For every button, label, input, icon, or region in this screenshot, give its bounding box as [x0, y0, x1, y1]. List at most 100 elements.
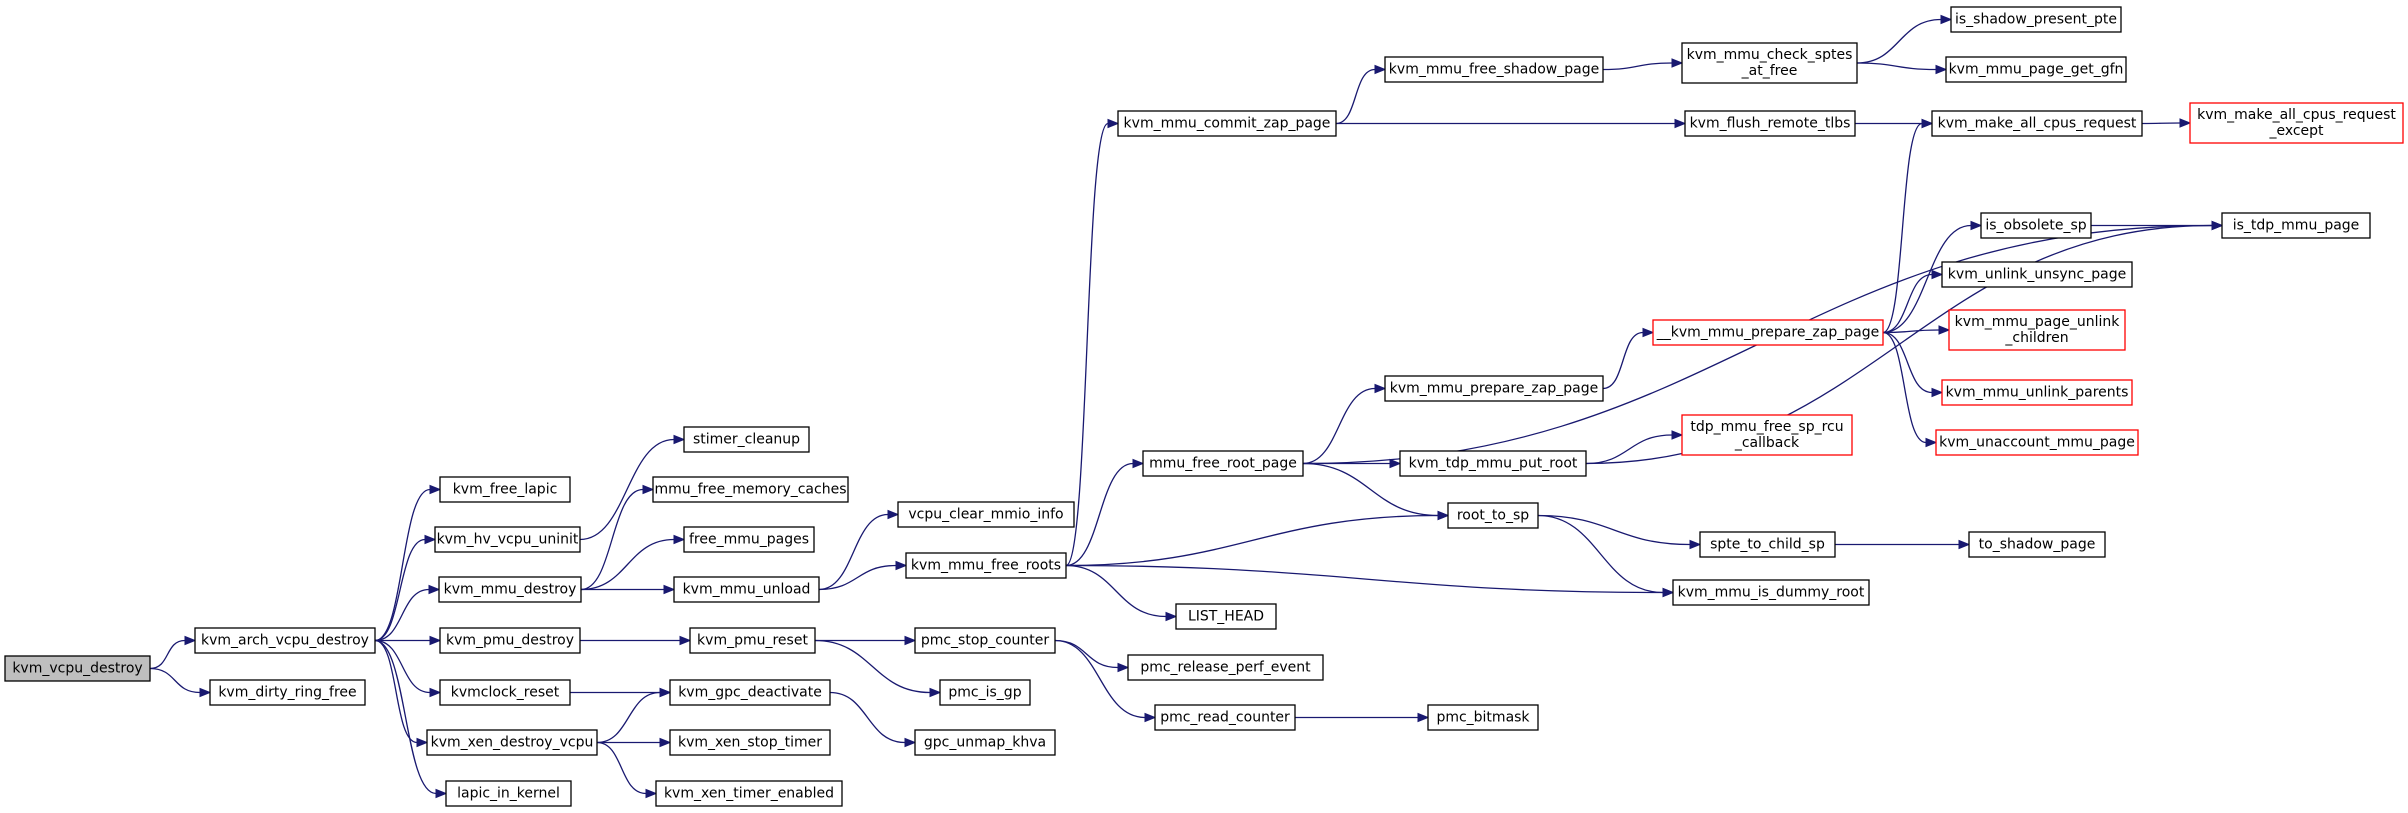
node-kvm-xen-destroy-vcpu[interactable]: kvm_xen_destroy_vcpu	[426, 729, 598, 756]
node-kvm-flush-remote-tlbs[interactable]: kvm_flush_remote_tlbs	[1684, 110, 1856, 137]
node-label: vcpu_clear_mmio_info	[908, 507, 1063, 523]
edge-line	[149, 639, 186, 670]
node-kvm-pmu-destroy[interactable]: kvm_pmu_destroy	[439, 627, 581, 654]
node-kvm-mmu-free-roots[interactable]: kvm_mmu_free_roots	[905, 552, 1067, 579]
node-box	[1945, 56, 2127, 83]
node-label: to_shadow_page	[1979, 537, 2096, 553]
node-is-obsolete-sp[interactable]: is_obsolete_sp	[1980, 212, 2092, 239]
node-root-to-sp[interactable]: root_to_sp	[1447, 502, 1539, 529]
node-kvm-hv-vcpu-uninit[interactable]: kvm_hv_vcpu_uninit	[434, 526, 581, 553]
node-mmu-free-memory-caches[interactable]: mmu_free_memory_caches	[652, 476, 849, 503]
node-pmc-is-gp[interactable]: pmc_is_gp	[939, 679, 1031, 706]
node-kvm-mmu-prepare-zap-page[interactable]: __kvm_mmu_prepare_zap_page	[1652, 319, 1884, 346]
node-label: kvm_free_lapic	[453, 482, 558, 498]
node-box	[1681, 414, 1853, 456]
node-box	[683, 526, 815, 553]
node-kvm-dirty-ring-free[interactable]: kvm_dirty_ring_free	[209, 679, 366, 706]
node-vcpu-clear-mmio-info[interactable]: vcpu_clear_mmio_info	[897, 501, 1075, 528]
node-label: kvm_mmu_page_unlink	[1955, 314, 2121, 330]
node-label: mmu_free_memory_caches	[654, 482, 846, 498]
node-kvm-mmu-prepare-zap-page[interactable]: kvm_mmu_prepare_zap_page	[1384, 375, 1604, 402]
arrowhead	[1674, 118, 1687, 129]
node-label: pmc_release_perf_event	[1140, 660, 1311, 676]
node-box	[914, 729, 1056, 756]
node-is-tdp-mmu-page[interactable]: is_tdp_mmu_page	[2221, 212, 2371, 239]
node-kvm-unaccount-mmu-page[interactable]: kvm_unaccount_mmu_page	[1935, 429, 2139, 456]
node-box	[439, 679, 571, 706]
node-kvm-free-lapic[interactable]: kvm_free_lapic	[439, 476, 571, 503]
arrowhead	[904, 635, 917, 646]
node-tdp-mmu-free-sp-rcu-callback[interactable]: tdp_mmu_free_sp_rcu_callback	[1681, 414, 1853, 456]
node-label: mmu_free_root_page	[1149, 456, 1297, 472]
node-kvm-mmu-free-shadow-page[interactable]: kvm_mmu_free_shadow_page	[1384, 56, 1604, 83]
node-kvm-unlink-unsync-page[interactable]: kvm_unlink_unsync_page	[1941, 261, 2133, 288]
arrowhead	[2179, 118, 2192, 128]
edge-line	[1065, 462, 1134, 567]
edge-kvm-make-all-cpus-request-to-kvm-make-all-cpus-request-except	[2141, 118, 2192, 128]
edge-line	[1856, 18, 1942, 64]
edge-line	[1882, 329, 1940, 334]
arrowhead	[1935, 64, 1948, 75]
node-box	[1684, 110, 1856, 137]
node-stimer-cleanup[interactable]: stimer_cleanup	[683, 426, 810, 453]
node-is-shadow-present-pte[interactable]: is_shadow_present_pte	[1950, 6, 2122, 33]
node-kvm-mmu-unload[interactable]: kvm_mmu_unload	[673, 576, 820, 603]
arrowhead	[1925, 437, 1938, 448]
node-kvm-tdp-mmu-put-root[interactable]: kvm_tdp_mmu_put_root	[1399, 450, 1587, 477]
node-box	[1941, 261, 2133, 288]
node-pmc-bitmask[interactable]: pmc_bitmask	[1427, 704, 1539, 731]
node-kvm-mmu-destroy[interactable]: kvm_mmu_destroy	[438, 576, 582, 603]
edge-line	[1882, 273, 1933, 334]
node-kvm-mmu-page-get-gfn[interactable]: kvm_mmu_page_get_gfn	[1945, 56, 2127, 83]
arrowhead	[429, 687, 442, 698]
edge-line	[1302, 462, 1439, 517]
node-kvm-pmu-reset[interactable]: kvm_pmu_reset	[689, 627, 816, 654]
edge-line	[579, 438, 675, 541]
node-kvm-make-all-cpus-request-except[interactable]: kvm_make_all_cpus_request_except	[2189, 102, 2404, 144]
edge-kvm-mmu-free-roots-to-root-to-sp	[1065, 510, 1450, 567]
node-kvm-mmu-page-unlink-children[interactable]: kvm_mmu_page_unlink_children	[1948, 309, 2126, 351]
node-kvmclock-reset[interactable]: kvmclock_reset	[439, 679, 571, 706]
node-kvm-gpc-deactivate[interactable]: kvm_gpc_deactivate	[669, 679, 831, 706]
arrowhead	[1662, 587, 1675, 598]
edge-kvm-mmu-prepare-zap-page-to-kvm-make-all-cpus-request	[1882, 118, 1934, 334]
edge-line	[1302, 387, 1376, 465]
arrowhead	[659, 737, 672, 748]
node-spte-to-child-sp[interactable]: spte_to_child_sp	[1699, 531, 1836, 558]
node-to-shadow-page[interactable]: to_shadow_page	[1968, 531, 2106, 558]
node-kvm-mmu-is-dummy-root[interactable]: kvm_mmu_is_dummy_root	[1672, 579, 1870, 606]
node-kvm-make-all-cpus-request[interactable]: kvm_make_all_cpus_request	[1931, 110, 2143, 137]
arrowhead	[2211, 220, 2224, 231]
node-pmc-stop-counter[interactable]: pmc_stop_counter	[914, 627, 1056, 654]
node-label: __kvm_mmu_prepare_zap_page	[1656, 325, 1879, 341]
node-kvm-xen-timer-enabled[interactable]: kvm_xen_timer_enabled	[655, 780, 843, 807]
node-kvm-vcpu-destroy[interactable]: kvm_vcpu_destroy	[4, 655, 151, 682]
node-pmc-read-counter[interactable]: pmc_read_counter	[1154, 704, 1296, 731]
edge-kvm-arch-vcpu-destroy-to-kvm-hv-vcpu-uninit	[374, 534, 437, 642]
edge-kvm-mmu-unload-to-vcpu-clear-mmio-info	[818, 509, 900, 591]
arrowhead	[1132, 458, 1145, 469]
edge-line	[1585, 434, 1673, 465]
node-lapic-in-kernel[interactable]: lapic_in_kernel	[445, 780, 572, 807]
node-kvm-mmu-check-sptes-at-free[interactable]: kvm_mmu_check_sptes_at_free	[1681, 42, 1858, 84]
edge-line	[1856, 62, 1937, 71]
node-kvm-mmu-unlink-parents[interactable]: kvm_mmu_unlink_parents	[1941, 379, 2133, 406]
node-pmc-release-perf-event[interactable]: pmc_release_perf_event	[1127, 654, 1324, 681]
edge-kvm-arch-vcpu-destroy-to-kvmclock-reset	[374, 639, 442, 698]
node-kvm-xen-stop-timer[interactable]: kvm_xen_stop_timer	[669, 729, 831, 756]
node-layer: kvm_vcpu_destroykvm_arch_vcpu_destroykvm…	[4, 6, 2404, 807]
edge-line	[1882, 224, 1972, 334]
node-mmu-free-root-page[interactable]: mmu_free_root_page	[1142, 450, 1304, 477]
node-list-head[interactable]: LIST_HEAD	[1175, 603, 1277, 630]
arrowhead	[1374, 383, 1387, 394]
node-free-mmu-pages[interactable]: free_mmu_pages	[683, 526, 815, 553]
node-box	[1142, 450, 1304, 477]
arrowhead	[642, 484, 655, 495]
node-gpc-unmap-khva[interactable]: gpc_unmap_khva	[914, 729, 1056, 756]
node-kvm-mmu-commit-zap-page[interactable]: kvm_mmu_commit_zap_page	[1117, 110, 1337, 137]
node-box	[2221, 212, 2371, 239]
node-kvm-arch-vcpu-destroy[interactable]: kvm_arch_vcpu_destroy	[194, 627, 376, 654]
edge-kvm-gpc-deactivate-to-gpc-unmap-khva	[829, 691, 917, 748]
edge-line	[829, 691, 906, 744]
